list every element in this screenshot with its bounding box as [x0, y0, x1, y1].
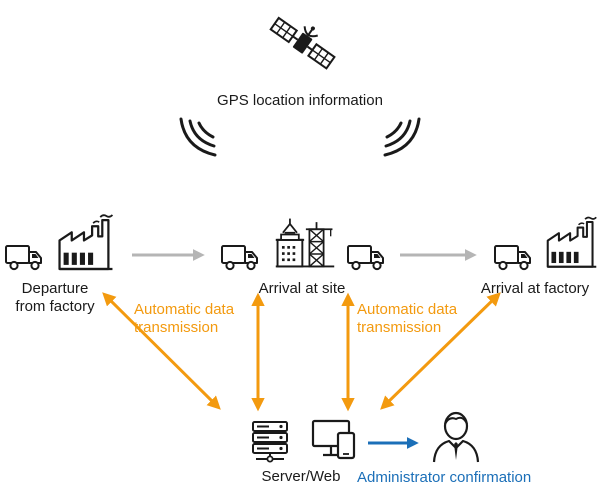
factory-icon [58, 214, 114, 271]
departure-label-line1: Departure [21, 280, 89, 297]
transmission-left-label: Automatic data transmission [134, 301, 234, 337]
admin-label: Administrator confirmation [357, 469, 532, 486]
signal-right-icon [383, 117, 421, 157]
administrator-icon [432, 411, 480, 464]
tablet-icon [336, 431, 356, 460]
departure-label-line2: from factory [15, 298, 95, 315]
server-icon [252, 421, 288, 463]
satellite-icon [269, 16, 336, 70]
construction-site-icon [274, 217, 336, 268]
transmission-left-line2: transmission [134, 319, 219, 336]
truck-icon [221, 245, 258, 271]
data-arrow-arrival [380, 292, 501, 410]
transmission-right-line1: Automatic data [357, 301, 458, 318]
truck-icon [5, 245, 42, 271]
transmission-right-label: Automatic data transmission [357, 301, 457, 337]
signal-left-icon [179, 117, 217, 157]
site-label: Arrival at site [258, 280, 346, 297]
transmission-right-line2: transmission [357, 319, 442, 336]
truck-icon [494, 245, 531, 271]
truck-icon [347, 245, 384, 271]
server-label: Server/Web [261, 468, 341, 485]
gps-label: GPS location information [217, 92, 383, 109]
departure-label: Departure from factory [0, 280, 110, 316]
data-arrow-departure [102, 292, 221, 410]
arrival-label: Arrival at factory [480, 280, 590, 297]
factory-icon [546, 216, 598, 268]
transmission-left-line1: Automatic data [134, 301, 235, 318]
